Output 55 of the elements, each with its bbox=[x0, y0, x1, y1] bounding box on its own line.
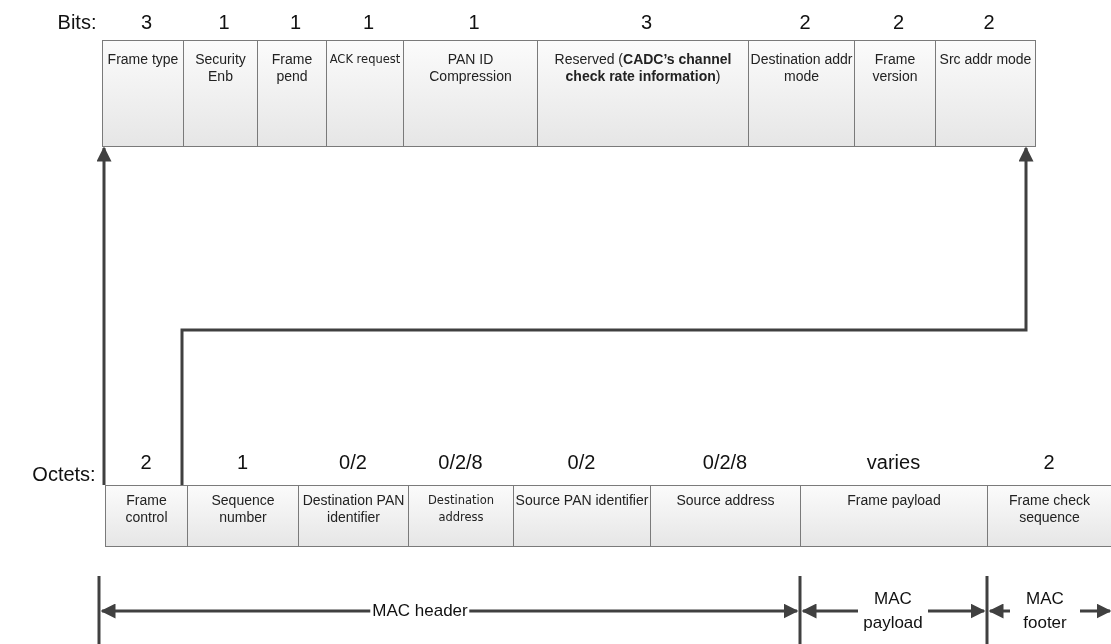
field-name: Frame payload bbox=[846, 492, 942, 509]
field-name: Frame version bbox=[871, 51, 919, 85]
bit-count: 3 bbox=[140, 10, 153, 34]
field-cell bbox=[326, 40, 404, 147]
field-name: Frame pend bbox=[270, 51, 314, 85]
bit-count: 1 bbox=[218, 10, 230, 34]
field-name: Frame check sequence bbox=[1008, 492, 1091, 526]
field-name: Frame type bbox=[106, 51, 180, 68]
bit-count: 1 bbox=[362, 10, 375, 34]
field-cell bbox=[513, 485, 651, 547]
field-name: Destination address bbox=[427, 492, 495, 526]
field-cell bbox=[800, 485, 988, 547]
octet-count: 0/2 bbox=[339, 450, 367, 474]
octet-count: 0/2/8 bbox=[702, 450, 748, 474]
bit-count: 2 bbox=[892, 10, 905, 34]
field-name: Destination addr mode bbox=[749, 51, 854, 85]
bit-count: 3 bbox=[640, 10, 653, 34]
field-cell bbox=[748, 40, 855, 147]
field-cell bbox=[102, 40, 184, 147]
field-name: Source PAN identifier bbox=[514, 492, 650, 509]
octet-count: 2 bbox=[140, 450, 152, 474]
axis-title: Octets: bbox=[32, 462, 96, 486]
field-cell bbox=[187, 485, 299, 547]
field-name: ACK request bbox=[328, 51, 402, 68]
arrow bbox=[180, 146, 1034, 485]
bit-count: 2 bbox=[983, 10, 995, 34]
field-cell bbox=[987, 485, 1111, 547]
octet-count: varies bbox=[866, 450, 921, 474]
octet-count: 2 bbox=[1043, 450, 1055, 474]
field-cell bbox=[105, 485, 188, 547]
field-cell bbox=[650, 485, 801, 547]
field-name: Src addr mode bbox=[938, 51, 1033, 68]
bit-count: 1 bbox=[289, 10, 302, 34]
field-cell bbox=[298, 485, 409, 547]
field-cell bbox=[537, 40, 749, 147]
field-name: PAN ID Compression bbox=[428, 51, 513, 85]
field-name: Destination PAN identifier bbox=[301, 492, 406, 526]
field-cell bbox=[403, 40, 538, 147]
octet-count: 0/2 bbox=[567, 450, 596, 474]
field-cell bbox=[408, 485, 514, 547]
field-cell bbox=[935, 40, 1036, 147]
bit-count: 1 bbox=[468, 10, 480, 34]
octet-count: 1 bbox=[236, 450, 249, 474]
field-name: Sequence number bbox=[210, 492, 276, 526]
field-name: Source address bbox=[675, 492, 776, 509]
bit-count: 2 bbox=[799, 10, 811, 34]
field-name: Security Enb bbox=[194, 51, 247, 85]
arrow bbox=[96, 146, 112, 485]
field-cell bbox=[257, 40, 327, 147]
axis-title: Bits: bbox=[57, 10, 97, 34]
field-cell bbox=[183, 40, 258, 147]
field-cell bbox=[854, 40, 936, 147]
field-name: Reserved (CADC’s channel check rate information) bbox=[553, 51, 733, 85]
field-name: Frame control bbox=[124, 492, 169, 526]
octet-count: 0/2/8 bbox=[438, 450, 483, 474]
